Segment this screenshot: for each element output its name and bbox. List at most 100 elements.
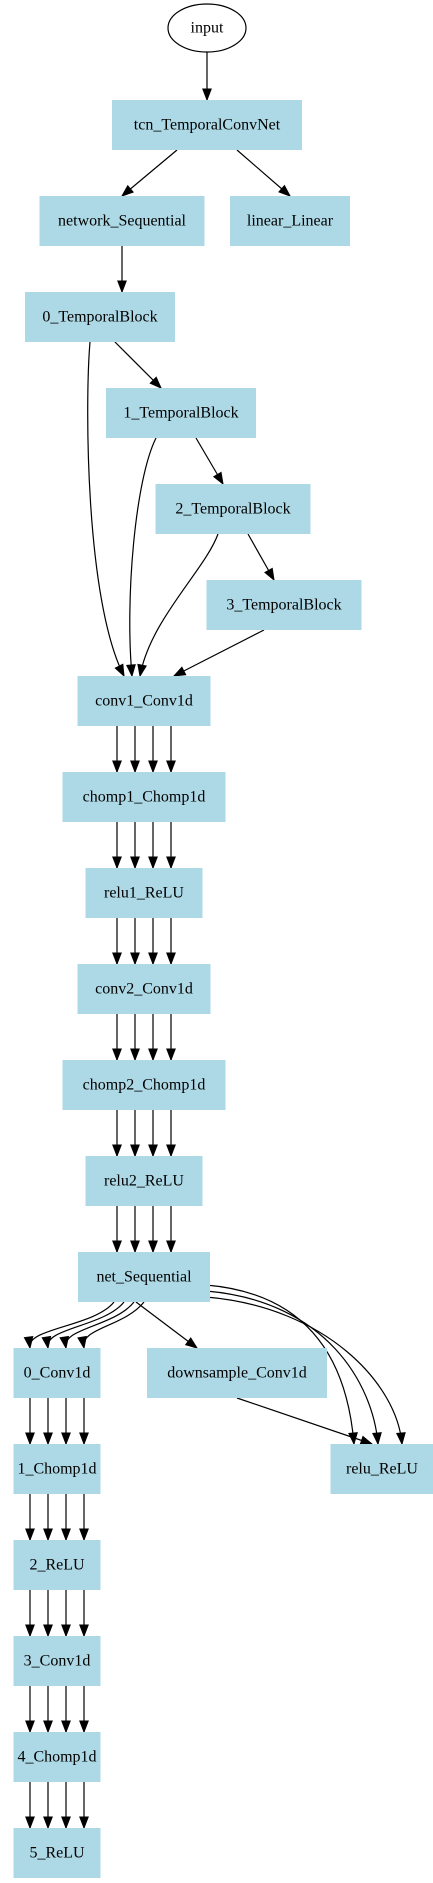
node-downsample-label: downsample_Conv1d — [167, 1365, 307, 1382]
arrowhead-net-to-c0 — [23, 1335, 34, 1350]
arrowhead-tb3-to-conv1 — [172, 666, 187, 677]
arrowhead-c0-to-c1 — [79, 1432, 89, 1446]
node-c1-label: 1_Chomp1d — [17, 1461, 96, 1478]
arrowhead-c1-to-c2 — [79, 1528, 89, 1542]
node-conv2-shape — [77, 964, 211, 1014]
arrowhead-tb1-to-tb2 — [212, 471, 224, 486]
node-relu1-label: relu1_ReLU — [104, 885, 184, 902]
node-relu2-label: relu2_ReLU — [104, 1173, 184, 1190]
arrowhead-conv2-to-chomp2 — [148, 1048, 158, 1062]
arrowhead-chomp1-to-relu1 — [112, 856, 122, 870]
nodes-layer: input tcn_TemporalConvNet network_Sequenti… — [13, 3, 433, 1878]
node-chomp1: chomp1_Chomp1d — [62, 772, 226, 822]
node-tb3-label: 3_TemporalBlock — [226, 597, 341, 614]
arrowhead-conv2-to-chomp2 — [166, 1048, 176, 1062]
node-network-label: network_Sequential — [58, 213, 187, 230]
edge-tb2-to-conv1 — [139, 533, 219, 677]
arrowhead-tb2-to-conv1 — [137, 663, 147, 678]
node-downsample-shape — [147, 1348, 327, 1398]
arrowhead-c3-to-c4 — [25, 1720, 35, 1734]
arrowhead-c2-to-c3 — [61, 1624, 71, 1638]
node-tcn: tcn_TemporalConvNet — [112, 100, 302, 150]
node-input-shape — [167, 3, 247, 53]
node-c2: 2_ReLU — [13, 1540, 101, 1590]
arrowhead-relu2-to-net — [130, 1240, 140, 1254]
node-conv1: conv1_Conv1d — [77, 676, 211, 726]
node-chomp1-label: chomp1_Chomp1d — [83, 789, 206, 806]
arrowhead-c1-to-c2 — [61, 1528, 71, 1542]
arrowhead-c3-to-c4 — [61, 1720, 71, 1734]
edge-net-to-downsample — [135, 1301, 198, 1349]
edge-tb0-to-conv1 — [87, 341, 125, 677]
node-tb0-label: 0_TemporalBlock — [42, 309, 157, 326]
edge-net-to-c0 — [29, 1301, 115, 1349]
node-relu2-shape — [85, 1156, 203, 1206]
edges-layer — [23, 52, 406, 1830]
arrowhead-input-to-tcn — [202, 88, 212, 102]
arrowhead-c1-to-c2 — [43, 1528, 53, 1542]
node-c3-shape — [13, 1636, 101, 1686]
arrowhead-tcn-to-linear — [278, 184, 292, 197]
arrowhead-net-to-relu — [372, 1432, 382, 1446]
arrowhead-c4-to-c5 — [61, 1816, 71, 1830]
arrowhead-relu2-to-net — [166, 1240, 176, 1254]
node-chomp2: chomp2_Chomp1d — [62, 1060, 226, 1110]
arrowhead-relu1-to-conv2 — [130, 952, 140, 966]
arrowhead-tb0-to-conv1 — [114, 663, 125, 678]
arrowhead-net-to-c0 — [41, 1335, 52, 1350]
arrowhead-conv2-to-chomp2 — [112, 1048, 122, 1062]
arrowhead-conv1-to-chomp1 — [166, 760, 176, 774]
arrowhead-c4-to-c5 — [43, 1816, 53, 1830]
edge-net-to-c0 — [65, 1301, 135, 1349]
arrowhead-conv1-to-chomp1 — [130, 760, 140, 774]
edge-tcn-to-network — [121, 149, 178, 197]
edge-tb3-to-conv1 — [173, 629, 265, 677]
node-c0-label: 0_Conv1d — [24, 1365, 91, 1382]
edge-tb1-to-conv1 — [129, 437, 157, 677]
arrowhead-chomp2-to-relu2 — [148, 1144, 158, 1158]
arrowhead-relu1-to-conv2 — [112, 952, 122, 966]
node-tb2: 2_TemporalBlock — [155, 484, 311, 534]
node-linear-label: linear_Linear — [247, 213, 334, 230]
arrowhead-relu2-to-net — [148, 1240, 158, 1254]
node-input: input — [167, 3, 247, 53]
arrowhead-downsample-to-relu — [359, 1435, 374, 1445]
arrowhead-c4-to-c5 — [25, 1816, 35, 1830]
node-c5: 5_ReLU — [13, 1828, 101, 1878]
node-tb2-shape — [155, 484, 311, 534]
arrowhead-c1-to-c2 — [25, 1528, 35, 1542]
arrowhead-conv1-to-chomp1 — [112, 760, 122, 774]
arrowhead-net-to-downsample — [184, 1337, 199, 1349]
node-chomp1-shape — [62, 772, 226, 822]
arrowhead-relu1-to-conv2 — [148, 952, 158, 966]
node-c5-label: 5_ReLU — [29, 1845, 85, 1862]
node-relu1: relu1_ReLU — [85, 868, 203, 918]
arrowhead-net-to-relu — [396, 1432, 406, 1446]
arrowhead-chomp1-to-relu1 — [148, 856, 158, 870]
node-c4-shape — [13, 1732, 101, 1782]
arrowhead-c2-to-c3 — [79, 1624, 89, 1638]
node-chomp2-shape — [62, 1060, 226, 1110]
edge-tcn-to-linear — [236, 149, 291, 197]
arrowhead-chomp2-to-relu2 — [166, 1144, 176, 1158]
node-net-shape — [78, 1252, 210, 1302]
arrowhead-c2-to-c3 — [43, 1624, 53, 1638]
node-c1: 1_Chomp1d — [13, 1444, 101, 1494]
node-c0: 0_Conv1d — [13, 1348, 101, 1398]
node-chomp2-label: chomp2_Chomp1d — [83, 1077, 206, 1094]
node-linear-shape — [230, 196, 350, 246]
edge-net-to-relu — [205, 1290, 379, 1445]
node-network: network_Sequential — [39, 196, 205, 246]
node-tb3: 3_TemporalBlock — [206, 580, 362, 630]
edge-net-to-relu — [205, 1284, 355, 1445]
node-tb1-label: 1_TemporalBlock — [123, 405, 238, 422]
arrowhead-relu1-to-conv2 — [166, 952, 176, 966]
node-conv2-label: conv2_Conv1d — [95, 981, 193, 998]
node-tb0: 0_TemporalBlock — [25, 292, 175, 342]
arrowhead-chomp2-to-relu2 — [112, 1144, 122, 1158]
arrowhead-c0-to-c1 — [43, 1432, 53, 1446]
node-net: net_Sequential — [78, 1252, 210, 1302]
node-conv1-shape — [77, 676, 211, 726]
arrowhead-c3-to-c4 — [79, 1720, 89, 1734]
